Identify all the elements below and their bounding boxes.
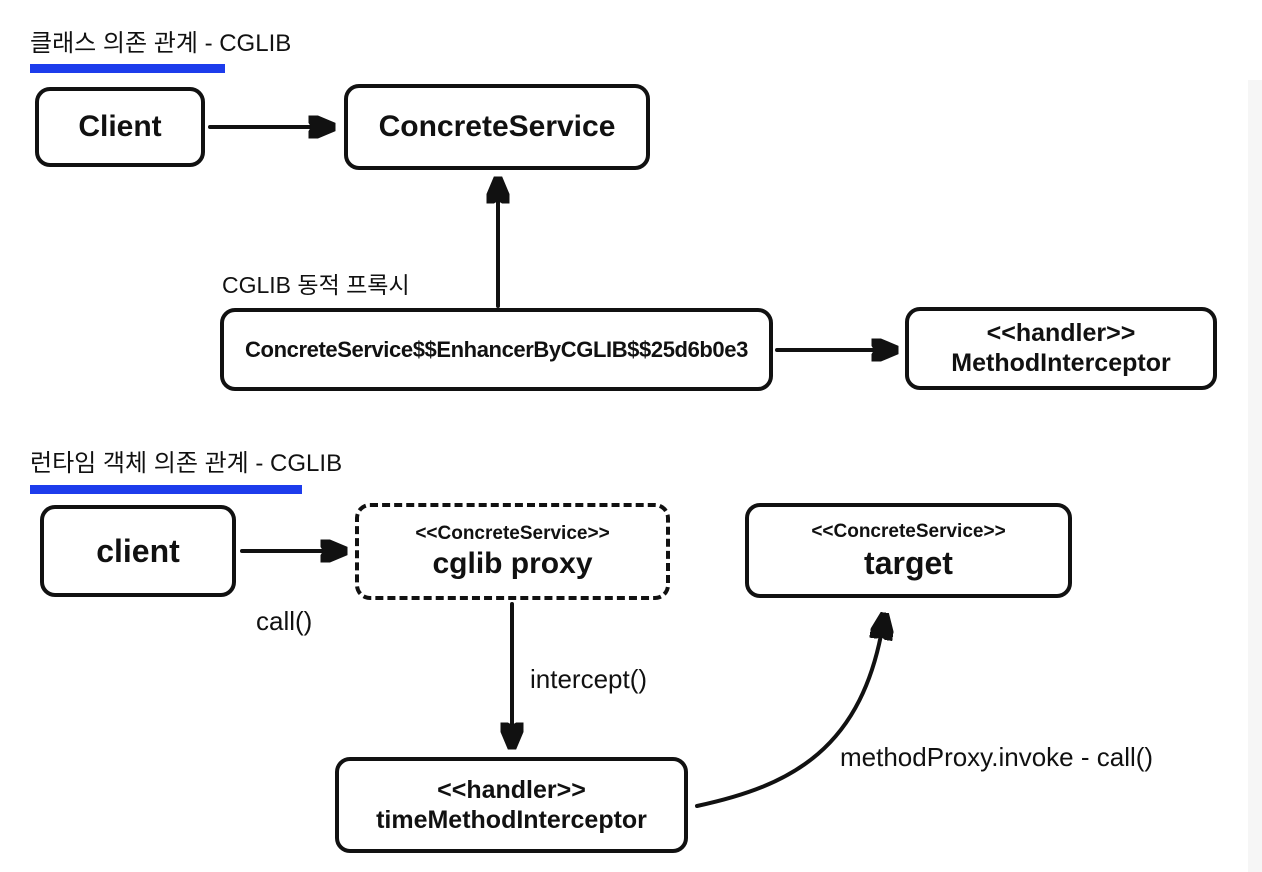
node-enhancer-proxy-class: ConcreteService$$EnhancerByCGLIB$$25d6b0… — [220, 308, 773, 391]
page-edge-shadow — [1248, 80, 1262, 872]
node-stereotype: <<ConcreteService>> — [811, 520, 1006, 542]
node-target: <<ConcreteService>> target — [745, 503, 1072, 598]
edge-label-methodproxy-invoke: methodProxy.invoke - call() — [840, 742, 1154, 772]
node-stereotype: <<handler>> — [437, 775, 586, 804]
node-label: MethodInterceptor — [951, 349, 1171, 377]
node-cglib-proxy: <<ConcreteService>> cglib proxy — [355, 503, 670, 600]
edge-label-call: call() — [256, 606, 313, 636]
node-label: target — [864, 544, 953, 581]
node-time-method-interceptor: <<handler>> timeMethodInterceptor — [335, 757, 688, 853]
arrow-interceptor-to-target — [695, 618, 884, 808]
section1-title-underline — [30, 64, 225, 73]
cglib-proxy-caption: CGLIB 동적 프록시 — [222, 272, 410, 298]
node-label: ConcreteService$$EnhancerByCGLIB$$25d6b0… — [245, 336, 748, 362]
node-stereotype: <<handler>> — [986, 319, 1136, 347]
node-label: ConcreteService — [378, 110, 616, 143]
node-label: Client — [78, 110, 162, 143]
node-client-object: client — [40, 505, 236, 597]
node-stereotype: <<ConcreteService>> — [415, 522, 610, 544]
node-label: client — [96, 533, 180, 569]
edge-label-intercept: intercept() — [530, 664, 648, 694]
node-method-interceptor: <<handler>> MethodInterceptor — [905, 307, 1217, 390]
section2-title: 런타임 객체 의존 관계 - CGLIB — [30, 450, 343, 477]
node-label: cglib proxy — [432, 546, 593, 580]
section1-title: 클래스 의존 관계 - CGLIB — [30, 30, 292, 57]
section2-title-underline — [30, 485, 302, 494]
node-client-class: Client — [35, 87, 205, 167]
node-label: timeMethodInterceptor — [376, 805, 647, 834]
node-concrete-service: ConcreteService — [344, 84, 650, 170]
